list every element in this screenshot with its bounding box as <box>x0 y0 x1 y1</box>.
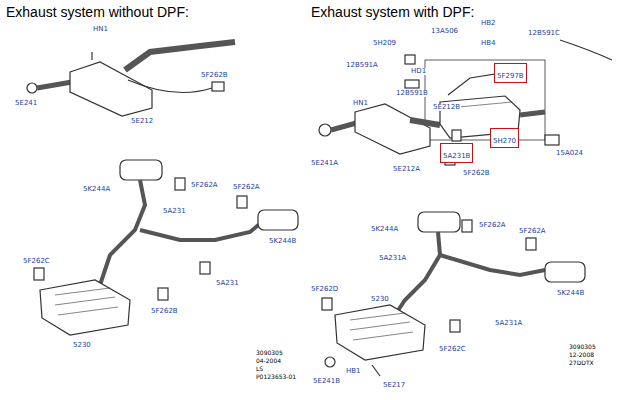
part-number: LS <box>255 366 264 372</box>
part-number: 5H270 <box>493 137 516 145</box>
part-number: 5E241 <box>14 100 38 107</box>
part-number: 5A231A <box>378 255 407 262</box>
part-number: 5K244A <box>82 186 111 193</box>
highlighted-part: 5F297B <box>494 63 527 83</box>
part-number: HB1 <box>345 368 362 375</box>
section-heading: Exhaust system without DPF: <box>5 5 190 19</box>
part-number: 12B591B <box>395 90 429 97</box>
part-number: 5A231 <box>215 280 240 287</box>
highlighted-part: 5H270 <box>490 128 519 148</box>
part-number: 13A506 <box>430 28 459 35</box>
part-number: HB4 <box>480 40 497 47</box>
part-number: 5F262A <box>232 184 261 191</box>
part-number: 12-2008 <box>568 352 595 358</box>
part-number: 5K244A <box>370 226 399 233</box>
part-number: 5K244B <box>268 238 297 245</box>
part-number: 5F262A <box>518 228 547 235</box>
part-number: 5K244B <box>556 290 585 297</box>
section-heading: Exhaust system with DPF: <box>310 5 475 19</box>
part-number: 5F262B <box>200 72 229 79</box>
part-number: 12B591C <box>527 30 561 37</box>
part-number: 15A024 <box>555 150 584 157</box>
part-number: P0123653-01 <box>255 374 297 380</box>
part-number: HN1 <box>92 26 109 33</box>
part-number: 5F262C <box>438 346 467 353</box>
highlighted-part: 5A231B <box>440 143 473 163</box>
part-number: 5F297B <box>497 72 524 80</box>
part-number: 5230 <box>72 342 92 349</box>
part-number: HB2 <box>480 20 497 27</box>
part-number: 5E217 <box>382 382 406 389</box>
part-number: 5F262A <box>190 182 219 189</box>
part-number: 5E212B <box>432 104 461 111</box>
part-number: 5230 <box>370 296 390 303</box>
part-number: 5A231B <box>443 152 470 160</box>
part-number: 5F262B <box>150 308 179 315</box>
part-number: 27DDTX <box>568 360 595 366</box>
part-number: 12B591A <box>345 62 379 69</box>
part-number: 04-2004 <box>255 358 282 364</box>
part-number: 5E241A <box>310 160 339 167</box>
part-number: 5E212 <box>130 118 154 125</box>
part-number: 5H209 <box>372 40 397 47</box>
part-number: 5F262C <box>22 258 51 265</box>
part-number: 5E241B <box>312 378 341 385</box>
part-number: 5E212A <box>392 166 421 173</box>
part-number: 5A231A <box>494 320 523 327</box>
part-number: 5F262B <box>462 170 491 177</box>
part-number: 5A231 <box>162 208 187 215</box>
part-number: 3090305 <box>255 350 284 356</box>
part-number: HD1 <box>410 68 427 75</box>
part-number: 3090305 <box>568 344 597 350</box>
part-number: HN1 <box>352 100 369 107</box>
part-number: 5F262A <box>478 222 507 229</box>
part-number: 5F262D <box>310 286 339 293</box>
